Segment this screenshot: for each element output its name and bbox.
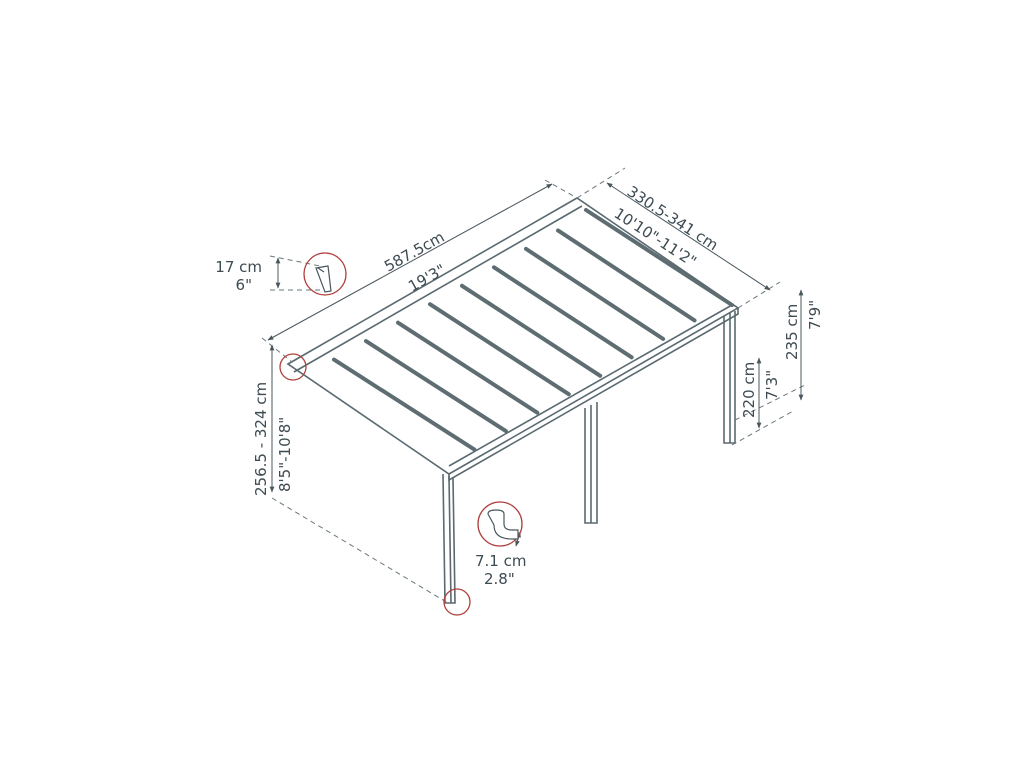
detail-callouts (279, 252, 523, 616)
rafter (460, 283, 603, 378)
rear-height-max-metric: 235 cm (783, 304, 801, 360)
length-dimension (267, 183, 553, 341)
rafter (492, 265, 634, 360)
rafter (396, 320, 540, 415)
width-dimension (606, 182, 771, 291)
drain-detail-circle (477, 501, 523, 547)
front-height-metric: 256.5 - 324 cm (252, 382, 270, 496)
front-height-imperial: 8'5"-10'8" (276, 417, 294, 492)
front-middle-post (584, 402, 598, 524)
rear-height-min-metric: 220 cm (740, 362, 758, 418)
drain-imperial: 2.8" (484, 570, 515, 588)
rafter (524, 246, 666, 341)
rafter (332, 357, 477, 452)
front-left-post (442, 473, 456, 604)
rafter (428, 302, 571, 397)
drain-elbow-icon (487, 509, 519, 540)
rafter (364, 339, 508, 434)
bracket-detail-circle (303, 252, 347, 296)
rear-height-max-imperial: 7'9" (806, 300, 824, 330)
rear-height-min-imperial: 7'3" (763, 370, 781, 400)
corner-detail-circle (279, 353, 307, 381)
bracket-metric: 17 cm (215, 258, 262, 276)
posts (442, 311, 736, 604)
dimension-lines (267, 182, 804, 547)
length-imperial: 19'3" (405, 261, 448, 296)
labels: 587.5cm 19'3" 330.5-341 cm 10'10"-11'2" … (215, 182, 824, 588)
rafter (584, 208, 734, 307)
bracket-icon (315, 265, 332, 293)
drain-metric: 7.1 cm (475, 552, 526, 570)
post-foot-detail-circle (443, 588, 471, 616)
bracket-imperial: 6" (236, 276, 252, 294)
front-right-post (723, 311, 736, 444)
